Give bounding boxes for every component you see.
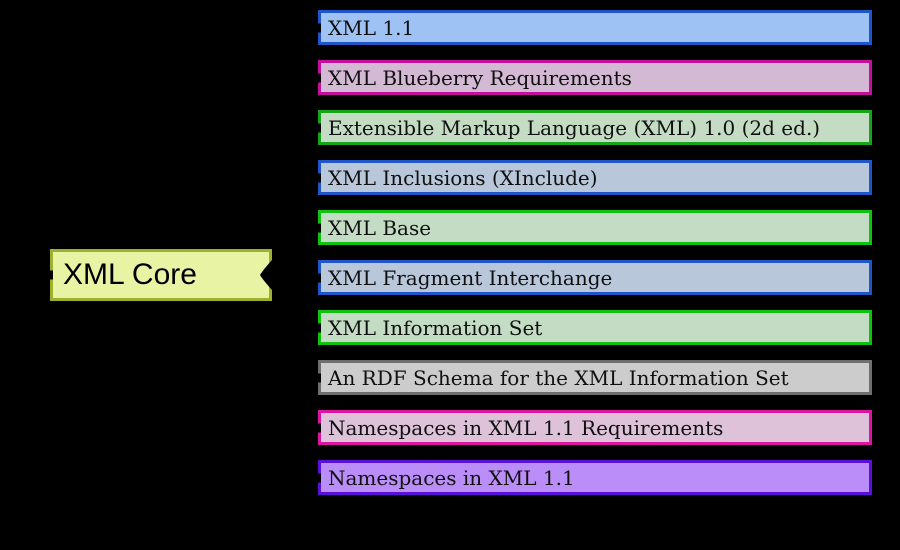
edge-attach-notch — [318, 423, 321, 432]
diagram-node-label: Namespaces in XML 1.1 Requirements — [328, 415, 724, 440]
edge-attach-notch — [318, 273, 321, 282]
edge-attach-notch — [318, 23, 321, 32]
edge-arrowhead-wedge-icon — [260, 260, 272, 290]
diagram-node-label: XML Core — [63, 258, 197, 291]
edge-attach-notch — [318, 223, 321, 232]
diagram-node-label: XML Inclusions (XInclude) — [328, 165, 598, 190]
diagram-node-spec: XML Blueberry Requirements — [318, 60, 872, 95]
edge-attach-notch — [50, 270, 53, 280]
edge-attach-notch — [318, 373, 321, 382]
diagram-node-spec: XML Information Set — [318, 310, 872, 345]
diagram-node-label: An RDF Schema for the XML Information Se… — [328, 365, 789, 390]
diagram-node-spec: Extensible Markup Language (XML) 1.0 (2d… — [318, 110, 872, 145]
diagram-node-spec: XML Inclusions (XInclude) — [318, 160, 872, 195]
edge-attach-notch — [318, 123, 321, 132]
diagram-node-spec: XML 1.1 — [318, 10, 872, 45]
diagram-node-spec: Namespaces in XML 1.1 Requirements — [318, 410, 872, 445]
edge-attach-notch — [318, 323, 321, 332]
diagram-node-label: XML Information Set — [328, 315, 543, 340]
diagram-node-spec: An RDF Schema for the XML Information Se… — [318, 360, 872, 395]
diagram-node-label: Namespaces in XML 1.1 — [328, 465, 575, 490]
edge-attach-notch — [318, 73, 321, 82]
diagram-node-spec: XML Fragment Interchange — [318, 260, 872, 295]
diagram-node-label: XML Blueberry Requirements — [328, 65, 632, 90]
diagram-node-label: XML Base — [328, 215, 432, 240]
diagram-node-label: XML Fragment Interchange — [328, 265, 613, 290]
edge-attach-notch — [318, 173, 321, 182]
diagram-node-spec: XML Base — [318, 210, 872, 245]
edge-attach-notch — [318, 473, 321, 482]
diagram-node-label: XML 1.1 — [328, 15, 415, 40]
diagram-node-spec: Namespaces in XML 1.1 — [318, 460, 872, 495]
diagram-node-xml-core: XML Core — [50, 249, 272, 301]
diagram-node-label: Extensible Markup Language (XML) 1.0 (2d… — [328, 115, 821, 140]
